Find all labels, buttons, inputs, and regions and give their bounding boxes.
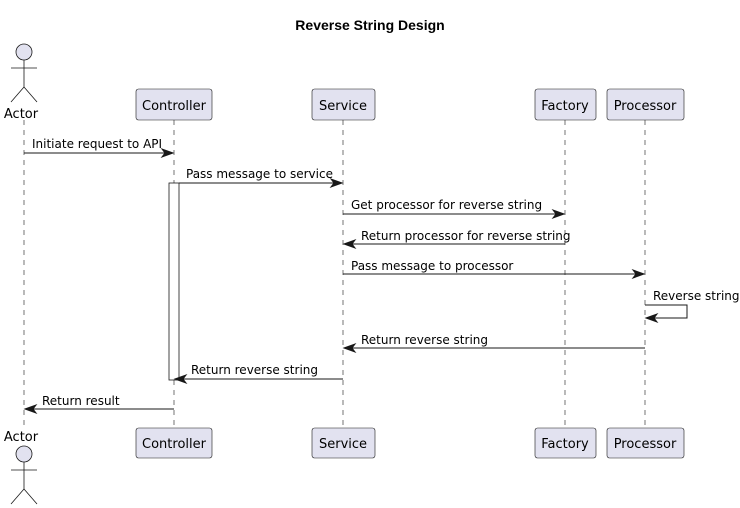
- message-label: Return result: [42, 394, 120, 408]
- message-get-processor: Get processor for reverse string: [343, 198, 566, 220]
- diagram-title: Reverse String Design: [295, 17, 444, 33]
- messages: Initiate request to API Pass message to …: [23, 137, 740, 415]
- message-reverse-string-self: Reverse string: [644, 289, 740, 324]
- participant-box-service: [311, 427, 376, 459]
- participant-label-processor: Processor: [614, 437, 677, 452]
- arrowhead-icon: [631, 268, 646, 280]
- arrowhead-icon: [329, 177, 344, 189]
- participant-label-service: Service: [319, 99, 367, 114]
- participant-box-service: [311, 88, 376, 121]
- arrowhead-icon: [644, 312, 659, 324]
- arrowhead-icon: [342, 238, 357, 250]
- actor-bottom: Actor: [4, 430, 39, 505]
- participant-box-controller: [135, 88, 213, 121]
- participants-top: Controller Service Factory Processor: [135, 88, 685, 121]
- participant-label-factory: Factory: [541, 437, 589, 452]
- arrowhead-icon: [160, 147, 175, 159]
- participant-label-controller: Controller: [142, 99, 207, 114]
- message-label: Return reverse string: [191, 363, 318, 377]
- message-pass-to-service: Pass message to service: [179, 167, 344, 189]
- arrowhead-icon: [551, 208, 566, 220]
- participant-box-processor: [606, 427, 685, 459]
- participant-label-factory: Factory: [541, 99, 589, 114]
- participants-bottom: Controller Service Factory Processor: [135, 427, 685, 459]
- arrowhead-icon: [23, 403, 38, 415]
- participant-box-factory: [534, 427, 597, 459]
- message-label: Return processor for reverse string: [361, 229, 571, 243]
- message-return-reverse-to-service: Return reverse string: [342, 333, 645, 354]
- actor-head-icon: [15, 445, 33, 463]
- message-return-reverse-to-controller: Return reverse string: [173, 363, 343, 385]
- message-return-result: Return result: [23, 394, 174, 415]
- message-label: Pass message to processor: [351, 259, 513, 273]
- participant-label-processor: Processor: [614, 99, 677, 114]
- message-label: Initiate request to API: [32, 137, 162, 151]
- participant-box-processor: [606, 88, 685, 121]
- participant-label-controller: Controller: [142, 437, 207, 452]
- participant-box-controller: [135, 427, 213, 459]
- participant-label-service: Service: [319, 437, 367, 452]
- actor-label-bottom: Actor: [4, 430, 39, 445]
- actor-label-top: Actor: [4, 107, 39, 122]
- controller-activation-bar: [168, 182, 180, 381]
- arrowhead-icon: [173, 373, 188, 385]
- message-label: Pass message to service: [186, 167, 333, 181]
- message-label: Return reverse string: [361, 333, 488, 347]
- arrowhead-icon: [342, 342, 357, 354]
- actor-head-icon: [15, 43, 33, 61]
- message-label: Reverse string: [653, 289, 740, 303]
- message-return-processor: Return processor for reverse string: [342, 229, 571, 250]
- actor-top: Actor: [4, 43, 39, 122]
- participant-box-factory: [534, 88, 597, 121]
- message-pass-to-processor: Pass message to processor: [343, 259, 646, 280]
- message-initiate-request: Initiate request to API: [24, 137, 175, 159]
- message-label: Get processor for reverse string: [351, 198, 542, 212]
